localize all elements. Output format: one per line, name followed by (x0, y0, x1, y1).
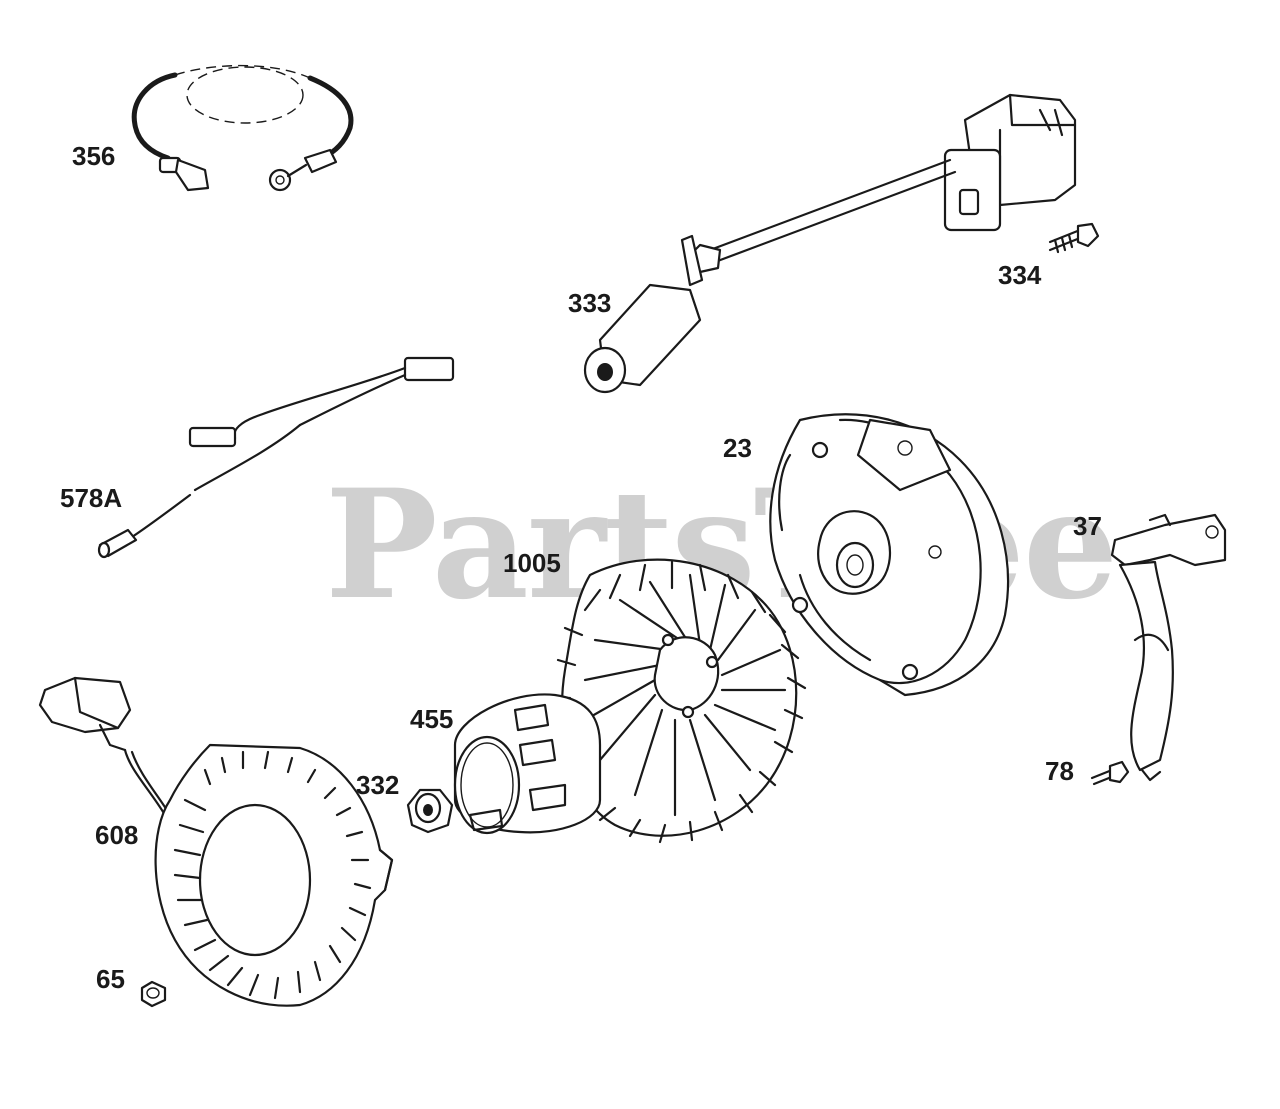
callout-332: 332 (356, 770, 400, 800)
callout-333: 333 (568, 288, 612, 318)
part-23-flywheel[interactable] (769, 413, 1010, 697)
callout-78: 78 (1045, 756, 1074, 786)
callout-608: 608 (95, 820, 139, 850)
callout-23: 23 (723, 433, 752, 463)
part-334-bolt[interactable] (1048, 222, 1100, 254)
part-455-starter-cup[interactable] (453, 693, 602, 835)
part-65-bolt[interactable] (140, 980, 167, 1008)
part-332-nut[interactable] (406, 788, 454, 834)
callout-578a: 578A (60, 483, 123, 513)
callout-1005: 1005 (503, 548, 561, 578)
part-356-ground-wire[interactable] (131, 64, 354, 192)
part-333-ignition-coil[interactable] (583, 93, 1077, 394)
callout-455: 455 (410, 704, 454, 734)
part-37-bracket[interactable] (1110, 513, 1227, 782)
part-78-screw[interactable] (1090, 760, 1130, 786)
part-578a-wire-harness[interactable] (97, 356, 455, 559)
callout-334: 334 (998, 260, 1042, 290)
callout-65: 65 (96, 964, 125, 994)
callout-37: 37 (1073, 511, 1102, 541)
part-608-recoil-starter[interactable] (38, 676, 394, 1007)
callout-356: 356 (72, 141, 116, 171)
